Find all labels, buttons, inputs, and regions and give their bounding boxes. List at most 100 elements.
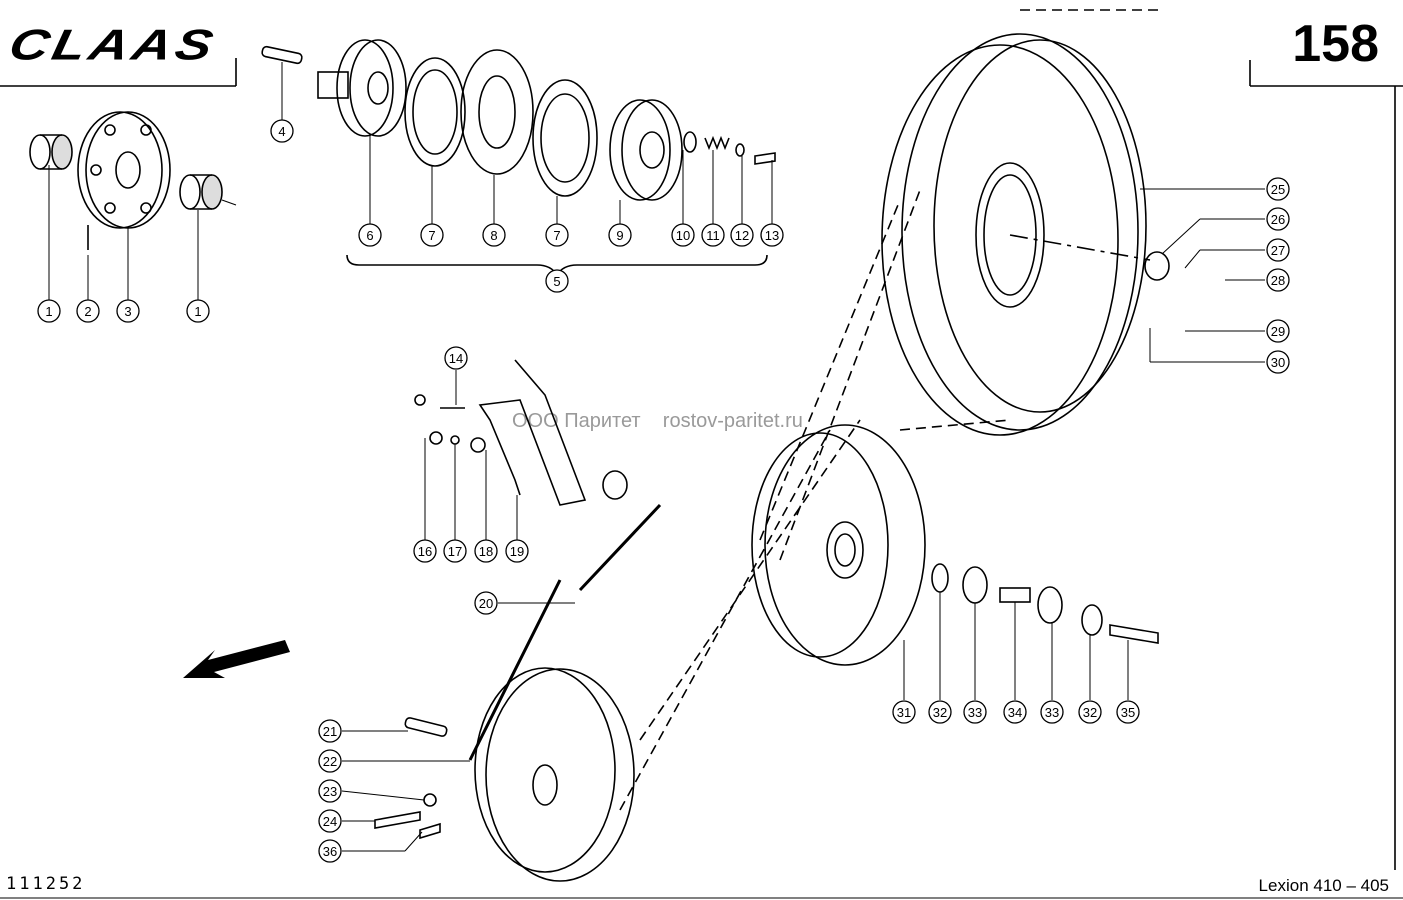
callout-label: 3 [124, 304, 131, 319]
callout-label: 28 [1271, 273, 1285, 288]
callout-circle [1003, 700, 1027, 724]
callout-26: 26 [1266, 207, 1290, 231]
callout-32: 32 [928, 700, 952, 724]
callout-label: 32 [933, 705, 947, 720]
callout-circle [318, 809, 342, 833]
callout-6: 6 [358, 223, 382, 247]
callout-33: 33 [1040, 700, 1064, 724]
callout-circle [270, 119, 294, 143]
page-number: 158 [1292, 15, 1379, 73]
callout-circle [318, 779, 342, 803]
small-pulley-part-22 [474, 667, 635, 882]
callout-12: 12 [730, 223, 754, 247]
callout-label: 29 [1271, 324, 1285, 339]
callout-20: 20 [474, 591, 498, 615]
callout-circle [671, 223, 695, 247]
callout-label: 35 [1121, 705, 1135, 720]
callout-circle [1078, 700, 1102, 724]
callout-circle [963, 700, 987, 724]
callout-label: 13 [765, 228, 779, 243]
callout-18: 18 [474, 539, 498, 563]
callout-label: 5 [553, 274, 560, 289]
callout-label: 7 [553, 228, 560, 243]
callout-circle [37, 299, 61, 323]
callout-22: 22 [318, 749, 342, 773]
callout-circle [1266, 207, 1290, 231]
watermark: ООО Паритет rostov-paritet.ru [512, 410, 803, 432]
leader-lines [48, 62, 1265, 852]
callout-19: 19 [505, 539, 529, 563]
callout-circle [358, 223, 382, 247]
callout-label: 8 [490, 228, 497, 243]
callout-circle [318, 839, 342, 863]
callout-circle [760, 223, 784, 247]
callout-14: 14 [444, 346, 468, 370]
callout-label: 11 [706, 228, 720, 243]
callout-label: 21 [323, 724, 337, 739]
callout-1: 1 [186, 299, 210, 323]
callout-circle [76, 299, 100, 323]
callout-label: 6 [366, 228, 373, 243]
callout-circle [701, 223, 725, 247]
callout-label: 20 [479, 596, 493, 611]
callout-29: 29 [1266, 319, 1290, 343]
callout-7: 7 [420, 223, 444, 247]
callout-circle [505, 539, 529, 563]
callout-circle [1266, 238, 1290, 262]
drive-belt-part-20 [468, 9, 1160, 811]
callout-label: 30 [1271, 355, 1285, 370]
callout-circle [1266, 319, 1290, 343]
callout-25: 25 [1266, 177, 1290, 201]
callout-24: 24 [318, 809, 342, 833]
callout-circle [443, 539, 467, 563]
callout-13: 13 [760, 223, 784, 247]
callout-label: 33 [968, 705, 982, 720]
callout-34: 34 [1003, 700, 1027, 724]
callout-label: 34 [1008, 705, 1022, 720]
callout-circle [1116, 700, 1140, 724]
flange-hub-part-3 [77, 111, 171, 250]
callout-label: 17 [448, 544, 462, 559]
callout-1: 1 [37, 299, 61, 323]
callout-8: 8 [482, 223, 506, 247]
callout-circle [1266, 268, 1290, 292]
callout-label: 19 [510, 544, 524, 559]
callout-label: 36 [323, 844, 337, 859]
bushing-part-1 [29, 134, 223, 210]
callout-label: 23 [323, 784, 337, 799]
callout-circle [1040, 700, 1064, 724]
callout-16: 16 [413, 539, 437, 563]
small-parts-21-23-24-36 [374, 717, 448, 840]
document-number: 111252 [6, 874, 86, 894]
callout-3: 3 [116, 299, 140, 323]
callout-2: 2 [76, 299, 100, 323]
frame-lines [0, 58, 1403, 899]
callout-circle [474, 591, 498, 615]
callout-label: 4 [278, 124, 285, 139]
callout-23: 23 [318, 779, 342, 803]
callout-label: 16 [418, 544, 432, 559]
callout-circle [1266, 350, 1290, 374]
model-label: Lexion 410 – 405 [1258, 876, 1389, 895]
callout-circle [420, 223, 444, 247]
callout-circle [474, 539, 498, 563]
callout-label: 27 [1271, 243, 1285, 258]
callout-circle [186, 299, 210, 323]
callout-label: 1 [45, 304, 52, 319]
callout-10: 10 [671, 223, 695, 247]
callout-label: 22 [323, 754, 337, 769]
callout-label: 9 [616, 228, 623, 243]
callout-32: 32 [1078, 700, 1102, 724]
callout-label: 24 [323, 814, 337, 829]
direction-arrow-icon [183, 640, 290, 678]
callout-circle [482, 223, 506, 247]
clutch-assembly [317, 39, 776, 201]
callout-5: 5 [545, 269, 569, 293]
callout-17: 17 [443, 539, 467, 563]
mid-pulley-part-31 [751, 424, 1159, 666]
callout-21: 21 [318, 719, 342, 743]
callout-circle [444, 346, 468, 370]
